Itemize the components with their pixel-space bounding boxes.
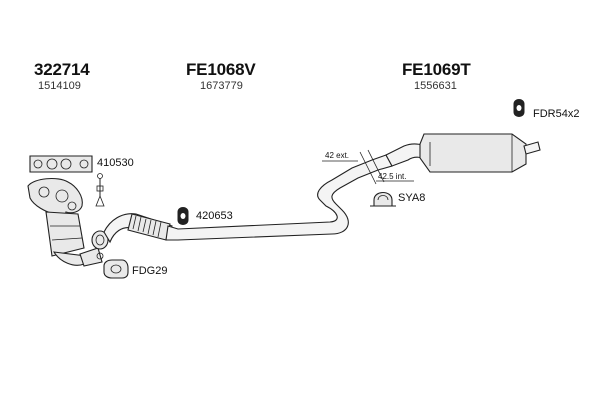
clamp-icon [370, 191, 396, 207]
catalytic-converter-icon [27, 177, 104, 267]
label-clamp: SYA8 [398, 192, 426, 204]
dimension-marks [322, 149, 414, 185]
flex-clamp-icon [177, 207, 189, 225]
label-rear-hanger: FDR54x2 [533, 108, 580, 120]
part-number-front: 322714 [34, 60, 90, 79]
dimension-external: 42 ext. [325, 151, 350, 160]
middle-pipe-icon [165, 154, 393, 241]
label-flange-gasket: FDG29 [132, 265, 168, 277]
part-ref-rear: 1556631 [414, 80, 457, 92]
flange-gasket-icon [103, 259, 129, 279]
manifold-gasket-icon [29, 155, 93, 173]
label-flex-clamp: 420653 [196, 210, 233, 222]
part-number-rear: FE1069T [402, 60, 471, 79]
part-ref-middle: 1673779 [200, 80, 243, 92]
sensor-icon [95, 173, 105, 207]
part-number-middle: FE1068V [186, 60, 256, 79]
label-manifold-gasket: 410530 [97, 157, 134, 169]
front-pipe-icon [103, 213, 173, 244]
front-flange-icon [91, 230, 109, 250]
rubber-hanger-icon [513, 99, 525, 117]
part-ref-front: 1514109 [38, 80, 81, 92]
rear-pipe-icon [385, 133, 541, 173]
dimension-internal: 42.5 int. [378, 172, 407, 181]
